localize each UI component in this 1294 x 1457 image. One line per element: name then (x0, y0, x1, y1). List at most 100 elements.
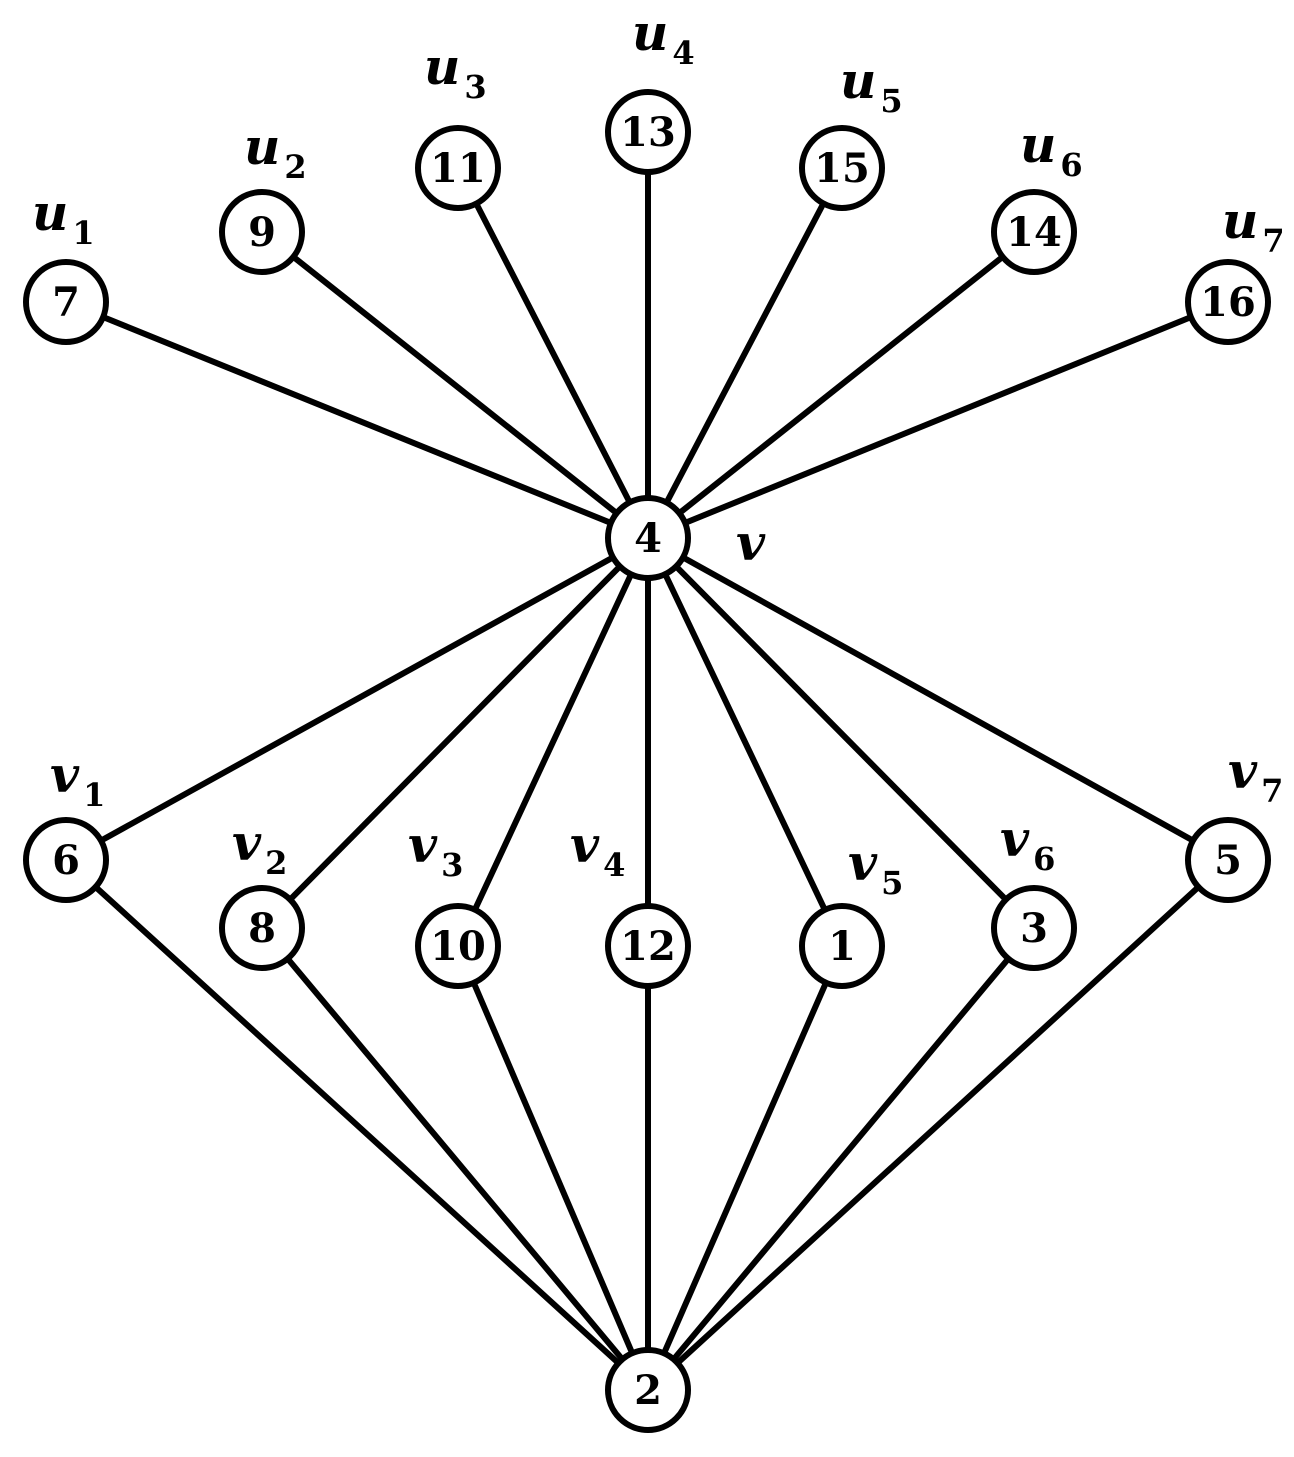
edge-v-u6 (646, 229, 1036, 541)
node-label-name: u (244, 117, 280, 176)
edge-v-u7 (646, 299, 1230, 541)
edge-u-v5 (645, 944, 845, 1392)
node-circle (1185, 817, 1271, 903)
node-label-subscript: 5 (881, 864, 903, 902)
edge-u-v2 (259, 926, 651, 1392)
node-circle (991, 189, 1077, 275)
node-label-subscript: 4 (603, 846, 625, 884)
node-label-name: u (632, 3, 668, 62)
node-circle (219, 189, 305, 275)
node-v5: 1 (799, 903, 885, 989)
edge-v-u5 (645, 166, 845, 540)
edge-v-v1 (64, 535, 650, 863)
node-labels: vuu1u2u3u4u5u6u7v1v2v3v4v5v6v7 (32, 3, 1285, 1457)
node-label-name: v (408, 815, 438, 874)
edge-u-v7 (645, 857, 1231, 1393)
node-circle (605, 903, 691, 989)
node-label-name: v (50, 745, 80, 804)
node-label-v: v (736, 513, 766, 572)
edge-v-v5 (645, 536, 845, 948)
edge-v-u2 (260, 229, 650, 541)
node-label-name: v (1000, 809, 1030, 868)
node-number: 6 (52, 837, 80, 884)
node-u: 2 (605, 1347, 691, 1433)
node-v7: 5 (1185, 817, 1271, 903)
node-label-name: u (1222, 191, 1258, 250)
node-circle (415, 125, 501, 211)
node-circle (799, 125, 885, 211)
edge-v-u3 (455, 166, 651, 540)
node-label-name: u (840, 51, 876, 110)
node-circle (219, 885, 305, 971)
node-circle (605, 89, 691, 175)
node-u6: 14 (991, 189, 1077, 275)
node-number: 15 (814, 145, 870, 192)
node-number: 1 (828, 923, 856, 970)
node-label-name: v (736, 513, 766, 572)
node-u5: 15 (799, 125, 885, 211)
edge-u-v3 (455, 944, 651, 1392)
node-number: 2 (634, 1367, 662, 1414)
node-v3: 10 (415, 903, 501, 989)
node-number: 3 (1020, 905, 1048, 952)
edge-u-v1 (63, 857, 651, 1393)
node-number: 11 (430, 145, 486, 192)
node-u4: 13 (605, 89, 691, 175)
node-v1: 6 (23, 817, 109, 903)
node-label-name: v (232, 813, 262, 872)
node-number: 7 (52, 279, 80, 326)
node-label-name: v (570, 815, 600, 874)
node-circle (415, 903, 501, 989)
node-circle (605, 495, 691, 581)
node-label-name: v (848, 833, 878, 892)
node-number: 8 (248, 905, 276, 952)
node-number: 14 (1006, 209, 1062, 256)
node-label-subscript: 1 (83, 776, 105, 814)
node-u1: 7 (23, 259, 109, 345)
edge-v-v6 (645, 535, 1037, 931)
node-number: 5 (1214, 837, 1242, 884)
node-label-u: u (630, 1455, 666, 1457)
node-v: 4 (605, 495, 691, 581)
node-label-name: u (32, 183, 68, 242)
node-label-subscript: 4 (672, 34, 694, 72)
edge-v-v7 (646, 535, 1230, 863)
node-label-name: v (1228, 741, 1258, 800)
node-label-subscript: 5 (880, 82, 902, 120)
node-circle (23, 259, 109, 345)
node-label-subscript: 2 (265, 844, 287, 882)
node-v6: 3 (991, 885, 1077, 971)
node-number: 12 (620, 923, 676, 970)
node-label-subscript: 7 (1261, 772, 1283, 810)
node-u2: 9 (219, 189, 305, 275)
node-label-subscript: 6 (1033, 840, 1055, 878)
node-circle (991, 885, 1077, 971)
node-v2: 8 (219, 885, 305, 971)
node-number: 10 (430, 923, 486, 970)
node-circle (1185, 259, 1271, 345)
edge-v-u1 (64, 299, 650, 541)
node-label-subscript: 2 (284, 148, 306, 186)
edge-v-v3 (455, 536, 651, 948)
node-u7: 16 (1185, 259, 1271, 345)
node-label-subscript: 7 (1262, 222, 1284, 260)
node-circle (799, 903, 885, 989)
node-number: 9 (248, 209, 276, 256)
edges (63, 132, 1231, 1393)
node-label-subscript: 3 (441, 846, 463, 884)
node-label-name: u (1020, 115, 1056, 174)
node-label-subscript: 6 (1060, 146, 1082, 184)
node-circle (23, 817, 109, 903)
